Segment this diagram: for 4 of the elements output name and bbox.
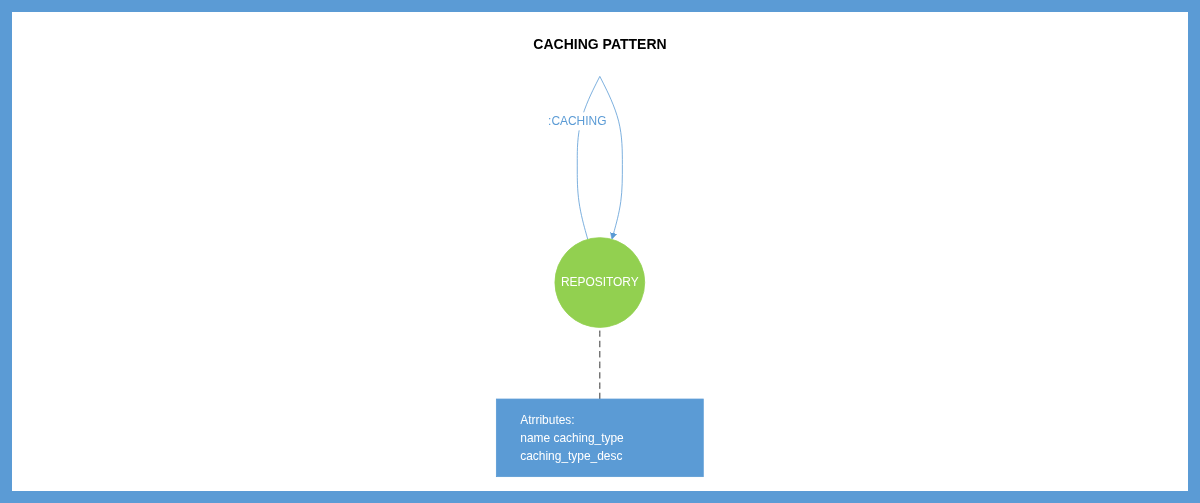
diagram-title: CACHING PATTERN: [533, 36, 667, 52]
edge-label: :CACHING: [548, 113, 607, 128]
node-circle: REPOSITORY: [554, 237, 646, 328]
node-box: Atrributes: name caching_type caching_type_desc: [496, 398, 704, 478]
